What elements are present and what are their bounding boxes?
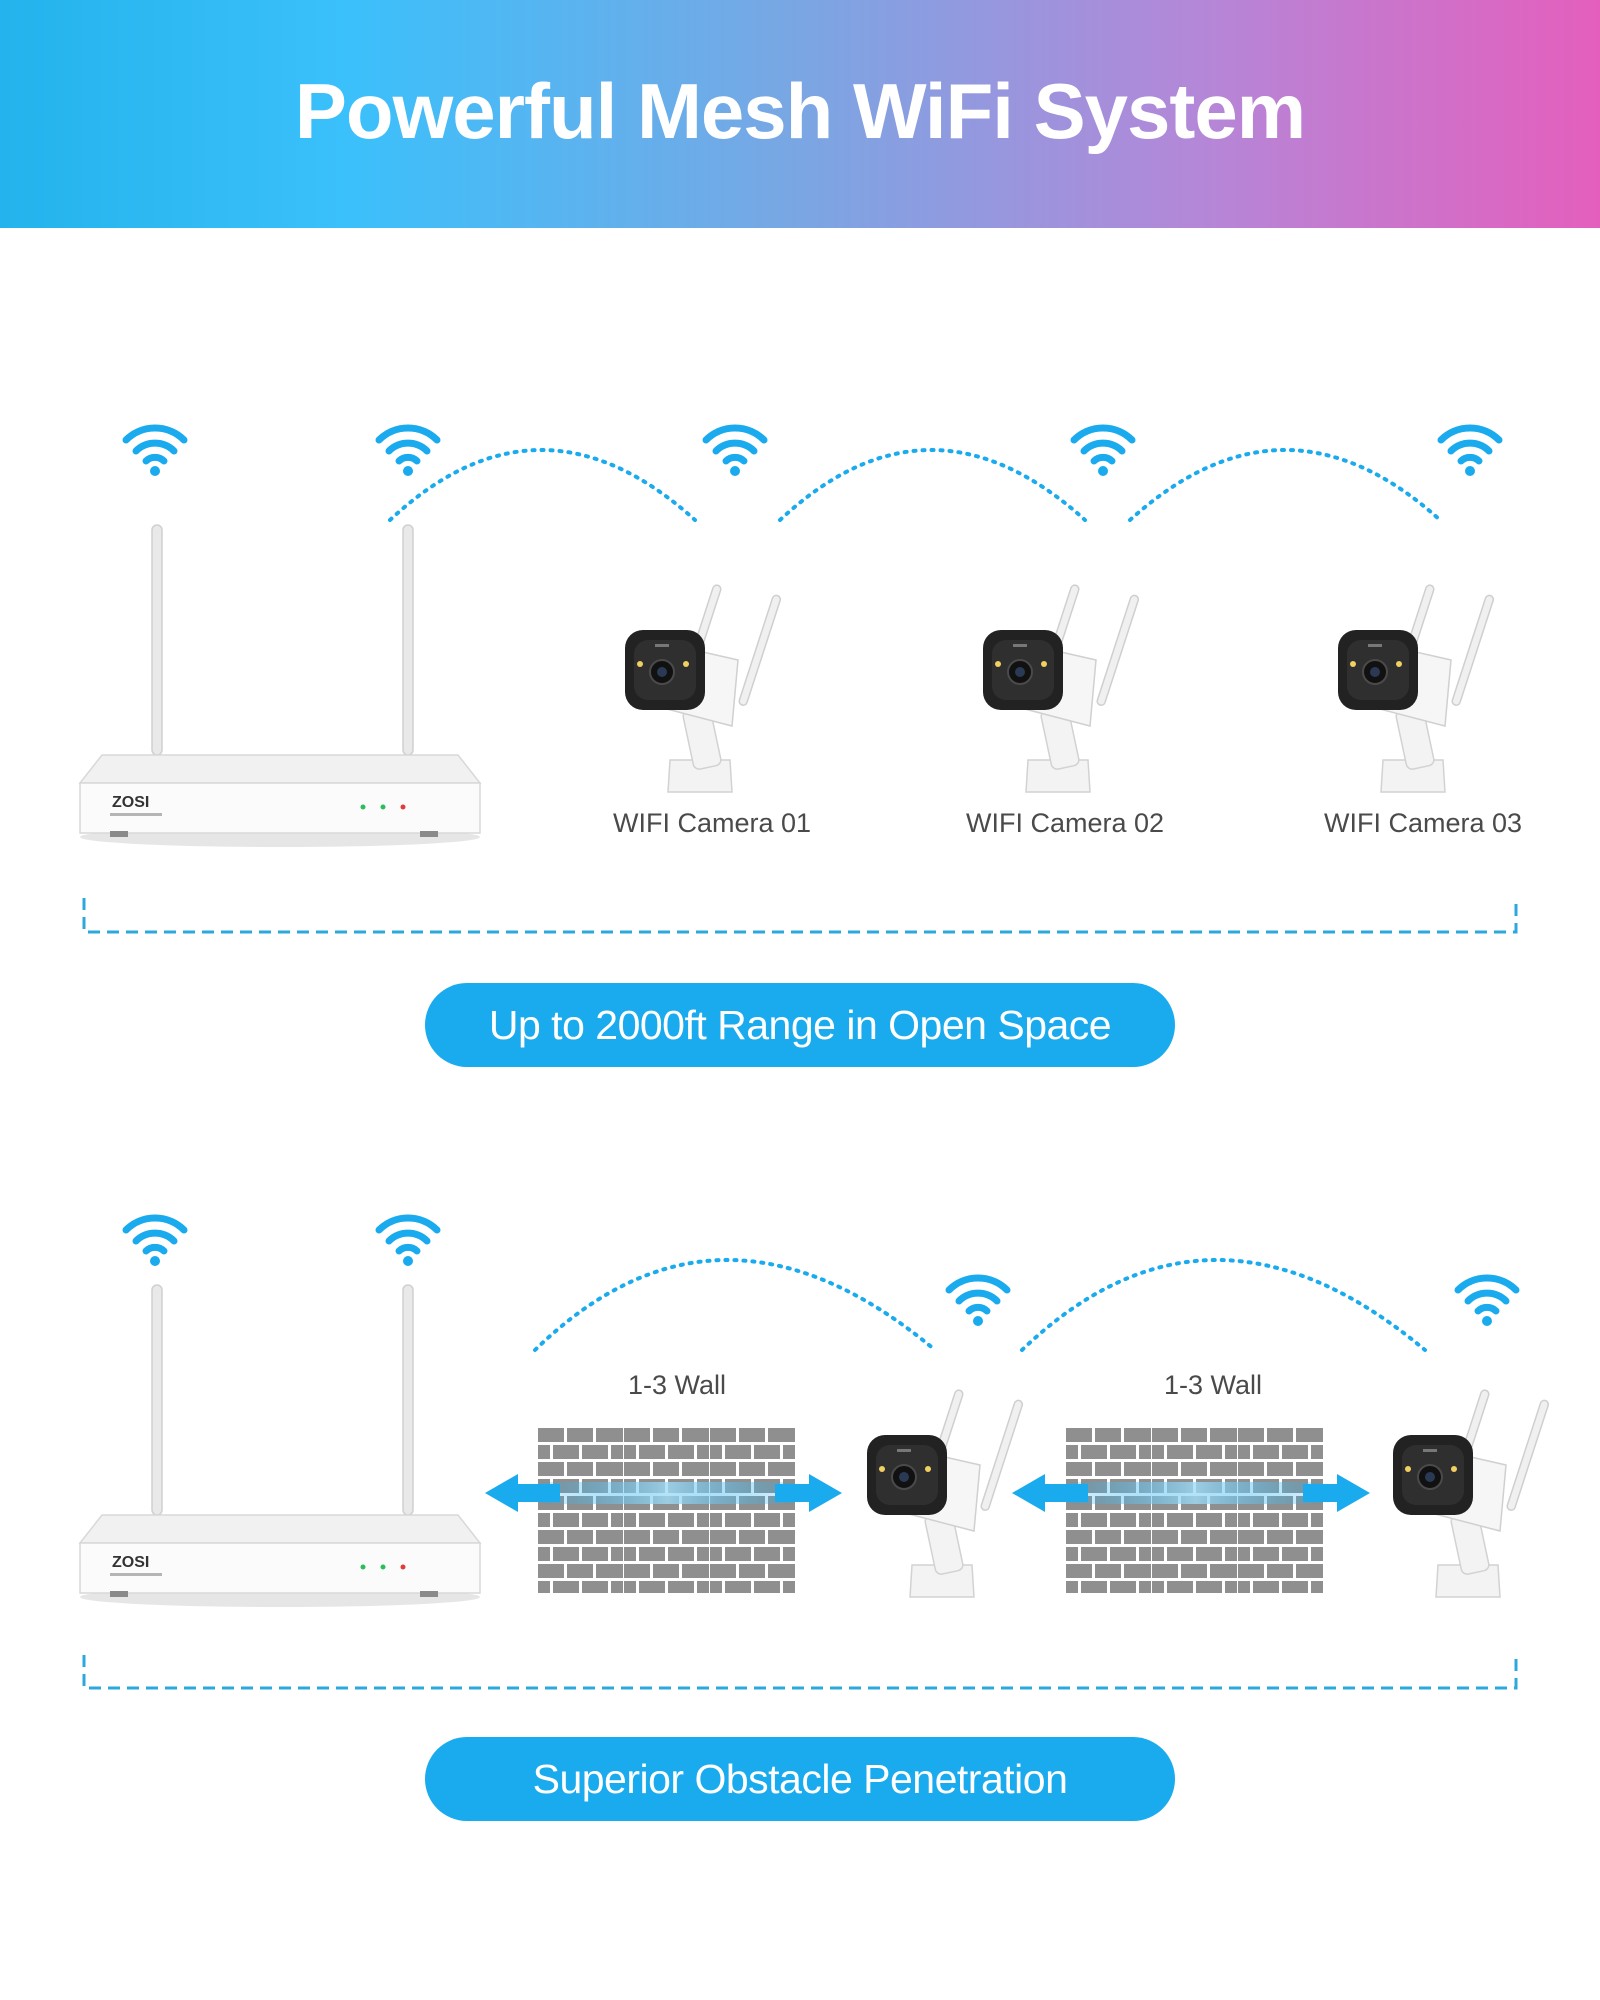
signal-arc (388, 448, 697, 522)
signal-arc (778, 448, 1087, 522)
camera-icon (1392, 1388, 1551, 1598)
brick-wall-icon (1066, 1428, 1151, 1593)
camera-icon (982, 583, 1141, 793)
brick-wall-icon (1238, 1428, 1323, 1593)
range-caption-badge: Up to 2000ft Range in Open Space (425, 983, 1175, 1067)
camera-icon (866, 1388, 1025, 1598)
arrow-right-icon (1303, 1474, 1370, 1512)
range-bracket (82, 898, 1518, 934)
wall-label: 1-3 Wall (628, 1370, 726, 1400)
brick-wall-icon (538, 1428, 623, 1593)
signal-beam (1068, 1482, 1323, 1504)
nvr-recorder: ZOSI (79, 524, 481, 848)
signal-arc (533, 1258, 937, 1352)
page-title: Powerful Mesh WiFi System (294, 67, 1306, 155)
wall-label: 1-3 Wall (1164, 1370, 1262, 1400)
signal-arc (1128, 448, 1442, 522)
brick-wall-icon (624, 1428, 709, 1593)
camera-label-01: WIFI Camera 01 (613, 808, 811, 838)
wifi-icon (379, 428, 437, 476)
wifi-icon (379, 1218, 437, 1266)
open-space-section: ZOSI WIFI Camera 01 WIFI Camera 02 WIFI … (79, 428, 1522, 934)
header-banner: Powerful Mesh WiFi System (0, 0, 1600, 228)
camera-icon (1337, 583, 1496, 793)
camera-icon (624, 583, 783, 793)
camera-label-02: WIFI Camera 02 (966, 808, 1164, 838)
wifi-icon (706, 428, 764, 476)
wifi-icon (1458, 1278, 1516, 1326)
signal-beam (540, 1482, 795, 1504)
signal-arc (1020, 1258, 1427, 1352)
brick-wall-icon (710, 1428, 795, 1593)
arrow-right-icon (775, 1474, 842, 1512)
camera-label-03: WIFI Camera 03 (1324, 808, 1522, 838)
range-bracket (82, 1655, 1518, 1690)
obstacle-section: ZOSI 1-3 Wall 1-3 Wall (79, 1218, 1551, 1690)
arrow-left-icon (485, 1474, 560, 1512)
wifi-icon (949, 1278, 1007, 1326)
brick-wall-icon (1152, 1428, 1237, 1593)
wifi-icon (126, 1218, 184, 1266)
nvr-recorder: ZOSI (79, 1284, 481, 1608)
recorder-brand-logo: ZOSI (112, 794, 149, 811)
wifi-icon (1074, 428, 1132, 476)
wifi-icon (1441, 428, 1499, 476)
arrow-left-icon (1012, 1474, 1088, 1512)
wifi-icon (126, 428, 184, 476)
penetration-caption-badge: Superior Obstacle Penetration (425, 1737, 1175, 1821)
recorder-brand-logo: ZOSI (112, 1554, 149, 1571)
